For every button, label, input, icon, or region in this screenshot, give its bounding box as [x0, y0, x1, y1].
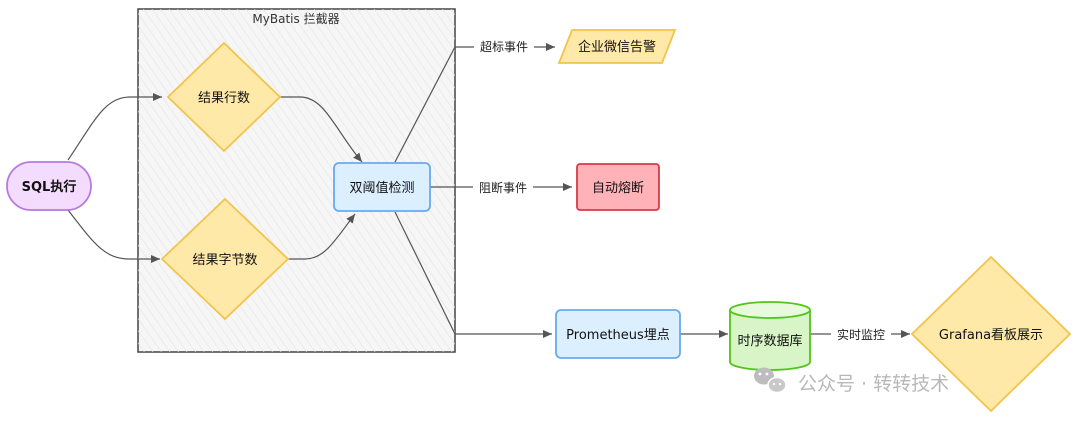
node-prometheus: Prometheus埋点	[555, 309, 681, 359]
edge-label-over-limit: 超标事件	[480, 39, 528, 54]
node-grafana-label: Grafana看板展示	[939, 327, 1043, 343]
node-byte-count: 结果字节数	[160, 197, 290, 321]
node-row-count-label: 结果行数	[198, 91, 250, 106]
edge-sql-to-rows	[67, 93, 162, 161]
node-tsdb: 时序数据库	[729, 301, 811, 371]
node-sql-exec: SQL执行	[6, 161, 92, 211]
node-dual-threshold-label: 双阈值检测	[349, 180, 414, 196]
container-title: MyBatis 拦截器	[252, 12, 339, 26]
edge-bytes-to-detect	[288, 213, 356, 260]
edge-detect-to-prometheus	[394, 211, 552, 338]
node-tsdb-label: 时序数据库	[737, 333, 802, 349]
node-auto-fuse-label: 自动熔断	[592, 181, 644, 196]
node-byte-count-label: 结果字节数	[192, 253, 257, 268]
edge-labels: 超标事件 阻断事件 实时监控	[473, 38, 891, 342]
node-sql-exec-label: SQL执行	[22, 179, 77, 195]
watermark-text: 公众号 · 转转技术	[798, 373, 949, 395]
node-row-count: 结果行数	[166, 41, 282, 153]
node-dual-threshold: 双阈值检测	[333, 162, 431, 212]
node-auto-fuse: 自动熔断	[576, 163, 660, 211]
node-wechat-alert: 企业微信告警	[557, 29, 677, 64]
wechat-icon	[754, 367, 787, 394]
edge-label-realtime: 实时监控	[837, 327, 885, 342]
node-grafana: Grafana看板展示	[910, 255, 1072, 413]
edge-sql-to-bytes	[67, 209, 160, 263]
edge-label-block: 阻断事件	[479, 180, 527, 195]
node-wechat-alert-label: 企业微信告警	[578, 39, 656, 55]
watermark: 公众号 · 转转技术	[754, 367, 949, 395]
node-prometheus-label: Prometheus埋点	[566, 328, 670, 343]
edge-rows-to-detect	[278, 96, 363, 163]
